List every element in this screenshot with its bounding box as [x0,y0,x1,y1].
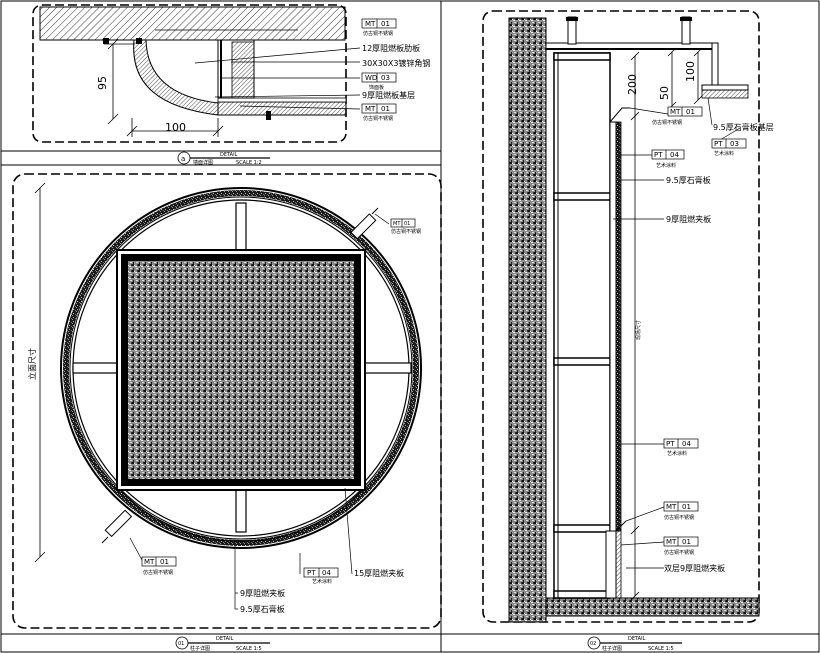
label-9mm-ply: 9厚阻燃夹板 [240,588,285,598]
svg-text:01: 01 [404,221,410,227]
svg-text:DETAIL: DETAIL [216,636,234,642]
svg-text:01: 01 [381,20,390,28]
label-9mm-ply: 9厚阻燃夹板 [666,214,711,224]
svg-text:PT: PT [307,569,316,577]
label-base-layer: 9厚阻燃板基层 [362,90,415,100]
callout-mt01-top-right: MT 01 仿古铜不锈钢 [390,218,421,235]
svg-text:95: 95 [96,76,109,90]
concrete-wall [508,17,547,623]
svg-text:仿古铜不锈钢: 仿古铜不锈钢 [363,30,393,37]
svg-text:04: 04 [670,151,679,159]
svg-text:仿古铜不锈钢: 仿古铜不锈钢 [391,228,421,235]
svg-text:墙面详图: 墙面详图 [193,159,213,166]
svg-text:02: 02 [590,641,596,647]
detail-01-title: 01 DETAIL 柱子详图 SCALE 1:5 [175,636,270,652]
curved-cove-profile [133,39,219,116]
svg-text:01: 01 [682,503,691,511]
svg-text:仿古铜不锈钢: 仿古铜不锈钢 [363,115,393,122]
callout-mt01-bottom-left: MT 01 仿古铜不锈钢 [141,556,177,576]
label-15mm-ply: 15厚阻燃夹板 [354,568,404,578]
label-gypsum: 9.5厚石膏板 [240,604,285,614]
svg-text:SCALE 1:5: SCALE 1:5 [648,646,674,652]
svg-text:MT: MT [144,558,155,566]
svg-text:100: 100 [684,61,697,82]
label-double-ply: 双层9厚阻燃夹板 [664,563,725,573]
dimension-95 [104,38,134,125]
label-gypsum: 9.5厚石膏板 [666,175,711,185]
dimension-vertical [34,182,46,563]
detail-a-panel: MT 01 仿古铜不锈钢 12厚阻燃板肋板 30X30X3镀锌角钢 WD 03 … [32,4,430,166]
svg-text:MT: MT [666,503,677,511]
callout-wd03: WD 03 饰面板 [361,72,397,91]
label-angle-steel: 30X30X3镀锌角钢 [362,58,430,68]
callout-mt01-low1: MT 01 仿古铜不锈钢 [663,501,699,521]
column-frame [553,52,611,599]
svg-text:DETAIL: DETAIL [628,636,646,642]
detail-01-panel: 立面尺寸 MT 01 仿古铜不锈钢 [12,173,442,652]
svg-text:艺术涂料: 艺术涂料 [656,162,676,169]
svg-text:01: 01 [381,105,390,113]
callout-mt01-low2: MT 01 仿古铜不锈钢 [663,536,699,556]
svg-text:MT: MT [393,221,401,227]
detail-a-title: a DETAIL 墙面详图 SCALE 1:2 [177,151,270,166]
clip-top-right [350,207,379,240]
svg-text:DETAIL: DETAIL [220,152,238,158]
plywood-layer [609,121,617,532]
svg-text:WD: WD [365,74,377,82]
svg-text:SCALE 1:5: SCALE 1:5 [236,646,262,652]
label-rib-board: 12厚阻燃板肋板 [362,43,420,53]
svg-text:01: 01 [178,641,184,647]
callout-mt01-top: MT 01 仿古铜不锈钢 [361,18,397,37]
svg-text:仿古铜不锈钢: 仿古铜不锈钢 [652,119,682,126]
svg-text:04: 04 [322,569,331,577]
svg-text:01: 01 [682,538,691,546]
svg-text:柱子详图: 柱子详图 [602,645,622,652]
column-outer-ring [60,187,422,549]
gypsum-layer [615,121,622,532]
callout-pt04-left: PT 04 艺术涂料 [651,149,685,169]
svg-text:现场尺寸: 现场尺寸 [635,320,642,340]
ceiling-slab [39,6,346,41]
svg-text:01: 01 [160,558,169,566]
callout-pt04-mid: PT 04 艺术涂料 [663,438,699,457]
svg-text:仿古铜不锈钢: 仿古铜不锈钢 [664,549,694,556]
svg-text:MT: MT [666,538,677,546]
detail-02-panel: 现场尺寸 200 50 100 MT 0 [482,10,774,652]
svg-text:PT: PT [666,440,675,448]
svg-text:仿古铜不锈钢: 仿古铜不锈钢 [664,514,694,521]
callout-mt01-bottom: MT 01 仿古铜不锈钢 [361,103,397,122]
callout-pt03: PT 03 艺术涂料 [711,138,747,157]
floor-slab [545,597,760,617]
square-core-fill [128,261,354,479]
callout-pt04: PT 04 艺术涂料 [303,567,339,585]
svg-text:MT: MT [365,105,376,113]
dimension-height [630,51,640,601]
svg-text:04: 04 [682,440,691,448]
svg-text:柱子详图: 柱子详图 [190,645,210,652]
svg-text:MT: MT [365,20,376,28]
svg-text:艺术涂料: 艺术涂料 [714,150,734,157]
svg-text:MT: MT [670,108,681,116]
detail-02-title: 02 DETAIL 柱子详图 SCALE 1:5 [587,636,682,652]
svg-text:饰面板: 饰面板 [369,84,384,91]
svg-text:01: 01 [686,108,695,116]
callout-mt01-top: MT 01 仿古铜不锈钢 [652,106,703,126]
svg-text:100: 100 [165,121,186,134]
svg-text:200: 200 [626,74,639,95]
dimension-100 [126,118,224,137]
svg-text:SCALE 1:2: SCALE 1:2 [236,160,262,166]
svg-text:PT: PT [714,140,723,148]
svg-text:a: a [181,155,185,163]
svg-text:艺术涂料: 艺术涂料 [667,450,687,457]
svg-text:PT: PT [654,151,663,159]
svg-text:立面尺寸: 立面尺寸 [27,348,37,380]
svg-text:仿古铜不锈钢: 仿古铜不锈钢 [143,569,173,576]
svg-text:50: 50 [658,86,671,100]
svg-text:03: 03 [381,74,390,82]
svg-text:03: 03 [730,140,739,148]
svg-text:艺术涂料: 艺术涂料 [312,578,332,585]
clip-bottom-left [101,509,133,544]
label-gypsum-base: 9.5厚石膏板基层 [713,122,774,132]
